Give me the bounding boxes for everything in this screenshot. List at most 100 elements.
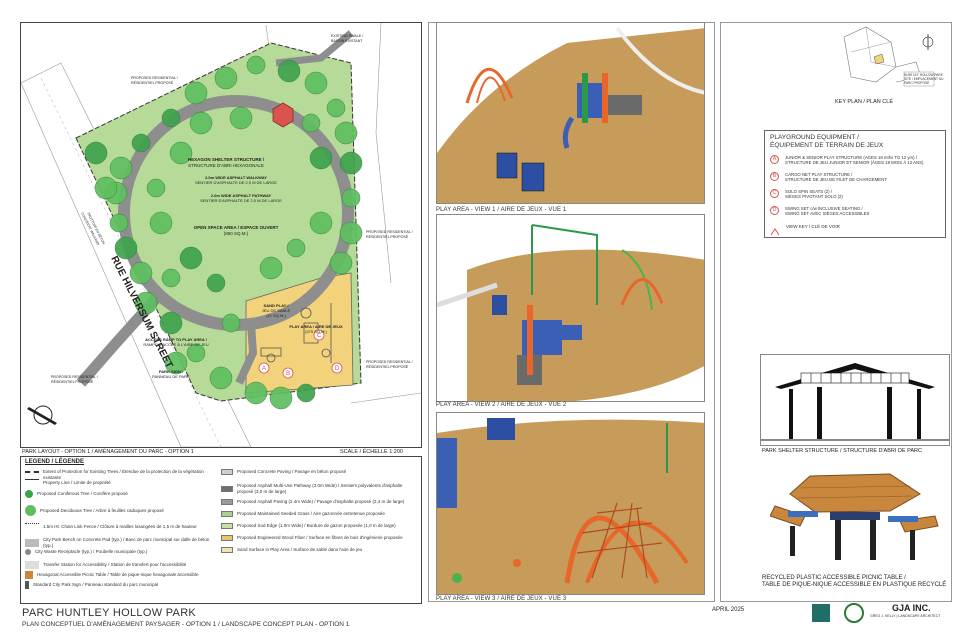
tree-icon bbox=[84, 141, 108, 165]
tree-icon bbox=[159, 311, 183, 335]
legend-item: Standard City Park Sign / Panneau standa… bbox=[25, 581, 215, 589]
view-key-row: VIEW KEY / CLÉ DE VOIR bbox=[770, 223, 840, 236]
tree-icon bbox=[94, 176, 118, 200]
equipment-marker: B bbox=[770, 172, 779, 181]
equipment-panel: PLAYGROUND EQUIPMENT / ÉQUIPEMENT DE TER… bbox=[764, 130, 946, 238]
hexagon-shelter bbox=[272, 102, 294, 128]
tree-icon bbox=[221, 313, 241, 333]
equipment-item: B CARGO NET PLAY STRUCTURE /STRUCTURE DE … bbox=[770, 172, 942, 183]
tree-icon bbox=[301, 113, 321, 133]
park-sign-label: PARK SIGN / bbox=[159, 369, 184, 374]
tree-icon bbox=[304, 71, 328, 95]
play-view-1 bbox=[436, 22, 705, 204]
residential-label-north: PROPOSED RESIDENTIAL / bbox=[131, 76, 178, 80]
existing-swale-label-fr: BASSIN EXISTANT bbox=[331, 39, 363, 43]
play-area-size: (375 SQ.M.) bbox=[305, 329, 327, 334]
legend-item: Transfer Station for Accessibility / Sta… bbox=[25, 561, 215, 569]
sign-icon bbox=[25, 581, 29, 589]
legend-item: Proposed Deciduous Tree / Arbre à feuill… bbox=[25, 505, 215, 516]
legend-label: Transfer Station for Accessibility / Sta… bbox=[43, 562, 187, 568]
tree-icon bbox=[189, 111, 213, 135]
sand-label: SAND PLAY / bbox=[264, 303, 290, 308]
open-space-area: (850 SQ.M.) bbox=[224, 231, 249, 236]
tree-icon bbox=[179, 246, 203, 270]
legend-label: Proposed Maintained Seeded Grass / Aire … bbox=[237, 511, 385, 517]
legend-item: Property Line / Limite de propriété bbox=[25, 479, 215, 487]
picnic-table-drawing bbox=[769, 466, 942, 572]
park-layout-panel: A B C D RUE HILVERSUM STREET HEXAGON SHE… bbox=[20, 22, 422, 448]
tree-icon bbox=[164, 351, 188, 375]
residential-label-south: PROPOSED RESIDENTIAL / bbox=[366, 360, 413, 364]
legend-item: City Waste Receptacle (typ.) / Poubelle … bbox=[25, 549, 215, 555]
surface-swatch bbox=[221, 511, 233, 517]
cargo-net-arch bbox=[564, 515, 660, 585]
tree-icon bbox=[277, 59, 301, 83]
tree-icon bbox=[161, 108, 181, 128]
tree-icon bbox=[214, 66, 238, 90]
view-2-caption: PLAY AREA - VIEW 2 / AIRE DE JEUX - VUE … bbox=[436, 402, 567, 408]
legend-label: 1.5m Ht. Chain Link Fence / Clôture à ma… bbox=[43, 524, 197, 530]
tree-icon bbox=[149, 211, 173, 235]
tree-icon bbox=[161, 268, 181, 288]
tree-icon bbox=[334, 121, 358, 145]
key-plan-note: HUNTLEY HOLLOW PARK SITE / EMPLACEMENT D… bbox=[904, 73, 944, 85]
equipment-label: JUNIOR & SENIOR PLAY STRUCTURE (AGES 18 … bbox=[785, 155, 924, 166]
surface-swatch bbox=[221, 499, 233, 505]
tree-icon bbox=[246, 55, 266, 75]
legend-label: Proposed Concrete Paving / Pavage en bét… bbox=[237, 469, 347, 475]
legend-label: Proposed Asphalt Multi-Use Pathway (3.0m… bbox=[237, 483, 403, 494]
view-key-icon bbox=[770, 223, 780, 236]
legend-label: Standard City Park Sign / Panneau standa… bbox=[33, 582, 159, 588]
legend-label: City Park Bench on Concrete Pad (typ.) /… bbox=[43, 537, 210, 548]
transfer-icon bbox=[25, 561, 39, 569]
walkway-label: 2.0m WIDE ASPHALT WALKWAY bbox=[205, 175, 267, 180]
surface-swatch bbox=[221, 523, 233, 529]
svg-text:A: A bbox=[262, 366, 266, 372]
legend-surface-item: Proposed Asphalt Paving (2.4m Wide) / Pa… bbox=[221, 499, 417, 505]
svg-text:B: B bbox=[286, 371, 290, 377]
legend-surface-item: Proposed Sod Edge (1.0m Wide) / Bordure … bbox=[221, 523, 417, 529]
equipment-marker: D bbox=[770, 206, 779, 215]
legend-label: Extent of Protection for Existing Trees … bbox=[43, 469, 204, 480]
surface-swatch bbox=[221, 535, 233, 541]
svg-text:D: D bbox=[335, 366, 340, 372]
legend-label: Hexagonal Accessible Picnic Table / Tabl… bbox=[37, 572, 199, 578]
equipment-label: CARGO NET PLAY STRUCTURE /STRUCTURE DE J… bbox=[785, 172, 887, 183]
tree-icon bbox=[244, 381, 268, 405]
residential-label-east-fr: RÉSIDENTIEL PROPOSÉ bbox=[366, 234, 409, 239]
tree-icon bbox=[339, 151, 363, 175]
pathway-label-fr: SENTIER D'ASPHALTE DE 2,0 M DE LARGE bbox=[200, 198, 282, 203]
equipment-title: PLAYGROUND EQUIPMENT / bbox=[770, 134, 859, 141]
tree-icon bbox=[341, 188, 361, 208]
open-space-label: OPEN SPACE AREA / ESPACE OUVERT bbox=[194, 225, 279, 230]
shelter-label: HEXAGON SHELTER STRUCTURE / bbox=[188, 157, 265, 162]
play-view-2 bbox=[436, 214, 705, 402]
key-plan-north-icon bbox=[922, 34, 934, 50]
picnic-caption-fr: TABLE DE PIQUE-NIQUE ACCESSIBLE EN PLAST… bbox=[762, 582, 947, 588]
scale-label: SCALE / ÉCHELLE 1:200 bbox=[340, 449, 403, 455]
legend-label: Proposed Sod Edge (1.0m Wide) / Bordure … bbox=[237, 523, 396, 529]
deciduous-icon bbox=[25, 505, 36, 516]
ramp-label: ACCESS RAMP TO PLAY AREA / bbox=[145, 337, 208, 342]
tree-icon bbox=[296, 383, 316, 403]
dash-icon bbox=[25, 470, 39, 479]
play-area bbox=[245, 272, 354, 394]
residential-label-west: PROPOSED RESIDENTIAL / bbox=[51, 375, 98, 379]
tree-icon bbox=[206, 273, 226, 293]
tree-icon bbox=[326, 98, 346, 118]
legend-item: City Park Bench on Concrete Pad (typ.) /… bbox=[25, 537, 215, 548]
tree-icon bbox=[169, 141, 193, 165]
view-3-caption: PLAY AREA - VIEW 3 / AIRE DE JEUX - VUE … bbox=[436, 596, 567, 602]
tree-icon bbox=[259, 256, 283, 280]
park-layout-map: A B C D RUE HILVERSUM STREET HEXAGON SHE… bbox=[21, 23, 421, 447]
date-label: APRIL 2025 bbox=[712, 607, 745, 613]
legend-title: LEGEND / LÉGENDE bbox=[25, 459, 85, 465]
tree-icon bbox=[329, 251, 353, 275]
equipment-label: SOLO SPIN SEATS (2) /SIÈGES PIVOTANT SOL… bbox=[785, 189, 843, 200]
firm-name: GJA INC. bbox=[892, 603, 931, 613]
tree-icon bbox=[339, 221, 363, 245]
svg-text:C: C bbox=[317, 333, 322, 339]
sand-label-fr: JEU DE SABLE bbox=[262, 308, 291, 313]
tree-icon bbox=[184, 81, 208, 105]
